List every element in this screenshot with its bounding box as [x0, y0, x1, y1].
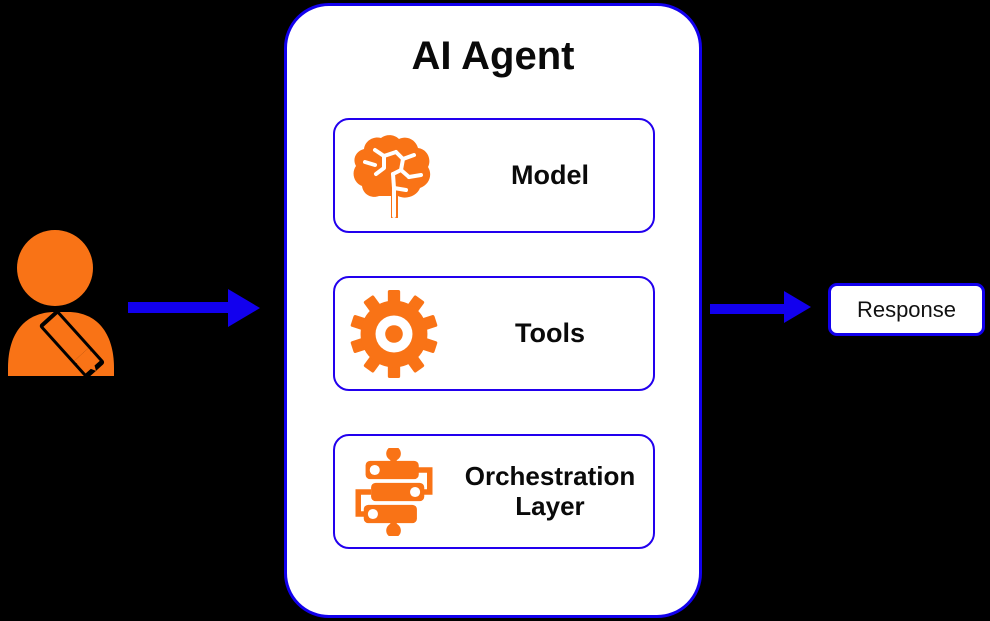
orchestration-server-stack-icon: [335, 447, 453, 536]
output-arrow-shaft: [710, 304, 790, 314]
agent-component-label: Tools: [515, 318, 585, 349]
input-arrow-head-icon: [228, 289, 260, 327]
user-with-pencil-icon: [6, 228, 124, 379]
output-arrow-head-icon: [784, 291, 811, 323]
agent-component-model[interactable]: Model: [333, 118, 655, 233]
agent-component-orchestration-layer[interactable]: Orchestration Layer: [333, 434, 655, 549]
ai-agent-panel: AI Agent: [284, 3, 702, 618]
brain-icon: [335, 132, 453, 220]
response-box[interactable]: Response: [828, 283, 985, 336]
input-arrow-shaft: [128, 302, 236, 313]
agent-component-label: Model: [511, 160, 589, 191]
agent-component-label: Orchestration Layer: [464, 461, 636, 521]
agent-title: AI Agent: [411, 34, 575, 78]
agent-component-tools[interactable]: Tools: [333, 276, 655, 391]
response-label: Response: [856, 296, 957, 322]
gear-icon: [335, 289, 453, 378]
